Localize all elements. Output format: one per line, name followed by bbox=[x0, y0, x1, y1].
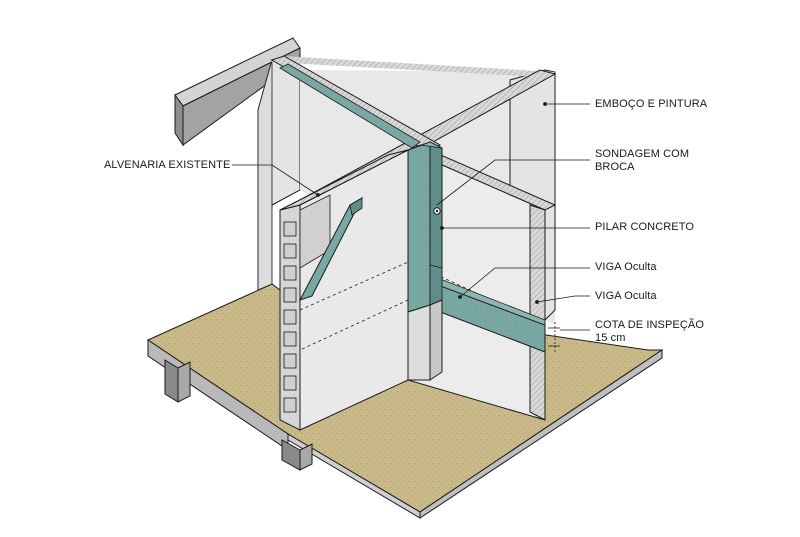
lower-wall-segment bbox=[407, 299, 443, 381]
masonry-blocks bbox=[283, 221, 297, 413]
hidden-beam bbox=[428, 264, 546, 353]
label-alvenaria: ALVENARIA EXISTENTE bbox=[104, 159, 231, 171]
label-sondagem-line2: BROCA bbox=[595, 161, 635, 173]
front-left-wall bbox=[279, 149, 409, 431]
label-viga-1: VIGA Oculta bbox=[595, 261, 657, 273]
label-pilar: PILAR CONCRETO bbox=[595, 221, 694, 233]
label-emboco: EMBOÇO E PINTURA bbox=[595, 98, 708, 110]
label-sondagem-line1: SONDAGEM COM bbox=[595, 148, 690, 160]
leader-lines bbox=[232, 102, 590, 331]
label-cota-line1: COTA DE INSPEÇÃO bbox=[595, 319, 704, 331]
inspection-dimension bbox=[548, 322, 560, 352]
label-viga-2: VIGA Oculta bbox=[595, 290, 657, 302]
label-cota-line2: 15 cm bbox=[595, 332, 626, 344]
concrete-pillar bbox=[407, 141, 443, 313]
